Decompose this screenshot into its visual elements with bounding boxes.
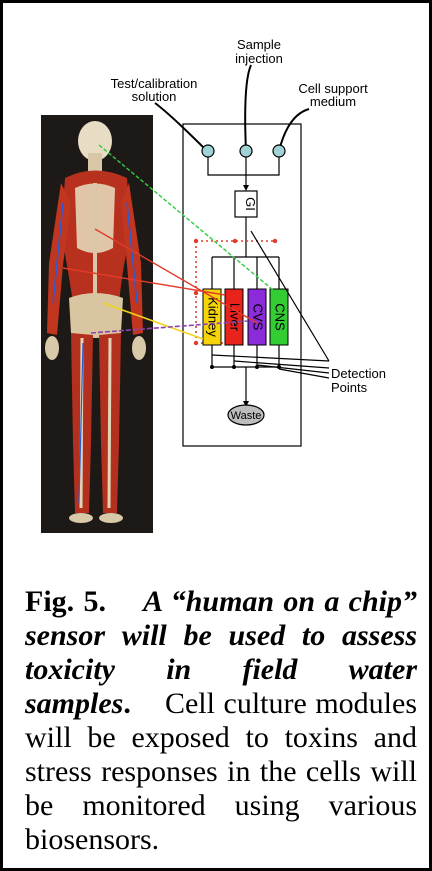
detection-label-1: Detection — [331, 366, 386, 381]
sample-injection-label-1: Sample — [237, 37, 281, 52]
organ-cvs: CVS — [248, 289, 266, 345]
cns-label: CNS — [273, 303, 288, 331]
calibration-inlet-icon — [202, 145, 214, 157]
waste-label: Waste — [231, 410, 262, 422]
sample-inlet-icon — [240, 145, 252, 157]
anatomy-image — [41, 115, 153, 533]
sample-tubing — [245, 65, 251, 151]
sample-injection-label-2: injection — [235, 51, 283, 66]
calibration-tubing — [155, 103, 207, 151]
organ-cns: CNS — [270, 289, 288, 345]
detection-label-2: Points — [331, 380, 368, 395]
organ-liver: Liver — [225, 289, 243, 345]
caption-lead-end: . — [123, 687, 131, 720]
figure-number: Fig. 5. — [25, 585, 106, 618]
cell-support-label-2: medium — [310, 94, 356, 109]
medium-tubing — [279, 109, 309, 151]
figure-caption: Fig. 5. A “human on a chip” sensor will … — [25, 585, 417, 857]
kidney-label: Kidney — [206, 297, 221, 337]
human-on-chip-diagram: Sample injection Test/calibration soluti… — [3, 3, 432, 583]
test-calibration-label-2: solution — [132, 89, 177, 104]
gi-label: GI — [243, 197, 258, 211]
cvs-label: CVS — [251, 304, 266, 331]
medium-inlet-icon — [273, 145, 285, 157]
